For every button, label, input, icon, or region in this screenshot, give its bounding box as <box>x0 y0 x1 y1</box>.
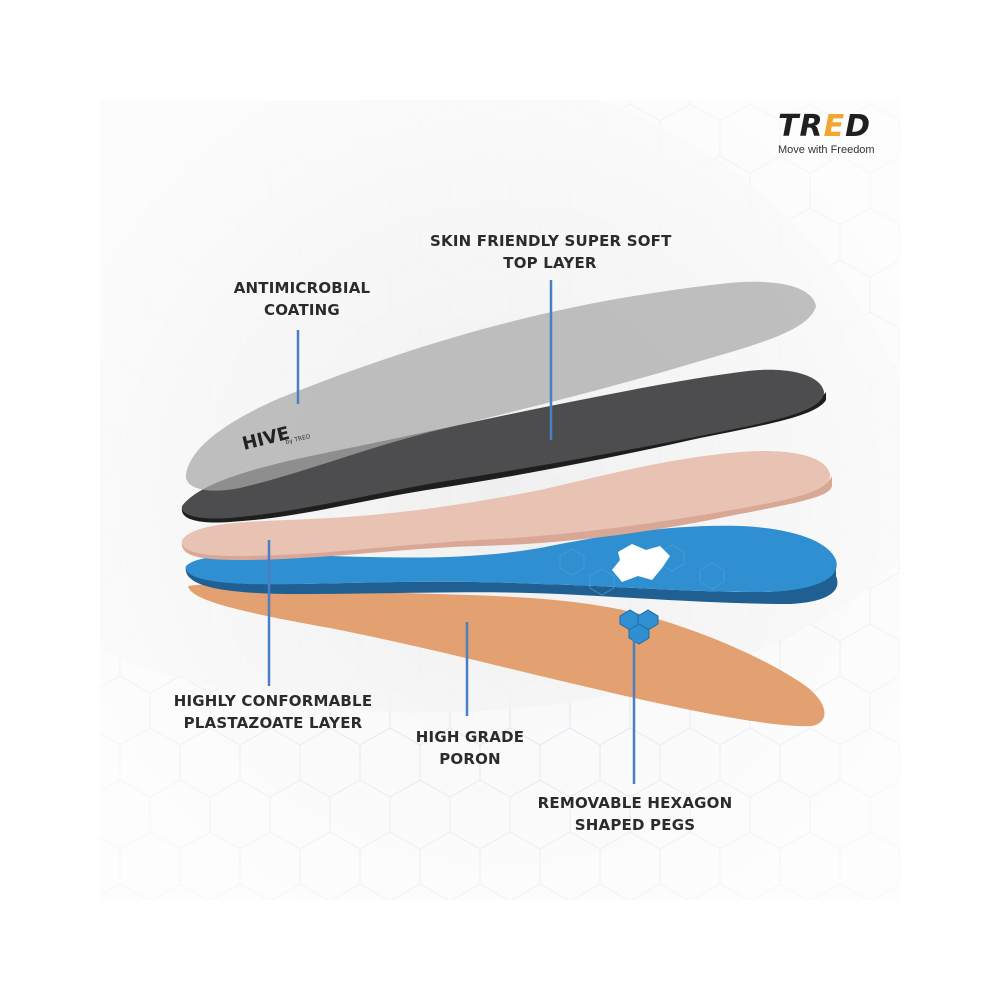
plastazoate-layer <box>181 450 831 556</box>
label-pegs-line1: REMOVABLE HEXAGON <box>537 794 733 812</box>
label-pegs-line2: SHAPED PEGS <box>574 816 696 834</box>
peg-cutout <box>612 544 670 582</box>
label-poron-line2: PORON <box>439 750 501 768</box>
tred-wordmark: TRED <box>778 112 888 142</box>
label-hexagon-pegs: REMOVABLE HEXAGON SHAPED PEGS <box>530 792 740 836</box>
leader-lines <box>267 280 636 784</box>
label-antimicrobial-coating: ANTIMICROBIAL COATING <box>222 277 382 321</box>
antimicrobial-coating-layer <box>185 281 817 491</box>
poron-layer <box>188 583 825 727</box>
label-top-layer-line2: TOP LAYER <box>503 254 597 272</box>
blue-layer-edge <box>185 566 838 604</box>
wordmark-accent: E <box>823 109 846 144</box>
tred-logo: TRED Move with Freedom <box>778 112 888 157</box>
label-antimicrobial-line2: COATING <box>264 301 340 319</box>
label-top-layer: SKIN FRIENDLY SUPER SOFT TOP LAYER <box>430 230 672 274</box>
wordmark-suffix: D <box>845 109 871 144</box>
label-top-layer-line1: SKIN FRIENDLY SUPER SOFT <box>430 232 672 250</box>
label-antimicrobial-line1: ANTIMICROBIAL <box>233 279 371 297</box>
blue-layer <box>185 525 837 592</box>
wordmark-prefix: TR <box>778 109 824 144</box>
label-plastazoate-line2: PLASTAZOATE LAYER <box>183 714 363 732</box>
hexagon-pegs <box>619 609 659 645</box>
label-poron-line1: HIGH GRADE <box>415 728 525 746</box>
label-plastazoate: HIGHLY CONFORMABLE PLASTAZOATE LAYER <box>168 690 378 734</box>
top-layer <box>181 369 824 519</box>
tred-tagline: Move with Freedom <box>778 144 875 156</box>
label-poron: HIGH GRADE PORON <box>400 726 540 770</box>
label-plastazoate-line1: HIGHLY CONFORMABLE <box>173 692 373 710</box>
